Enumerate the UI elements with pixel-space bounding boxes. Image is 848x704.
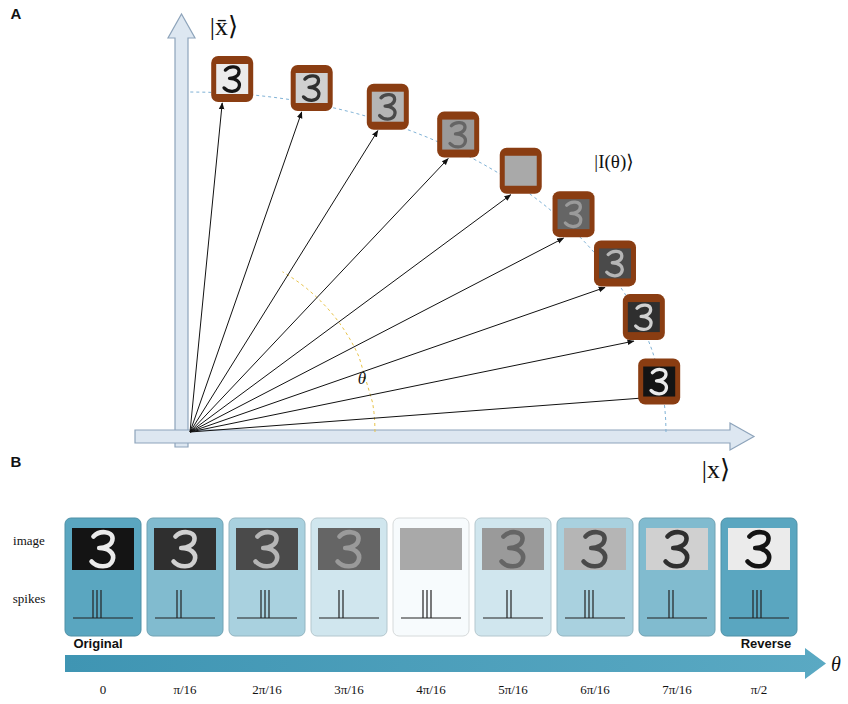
image-frame — [500, 148, 542, 194]
spike-train — [565, 590, 625, 618]
end-label: Reverse — [741, 637, 792, 651]
row-label: image — [13, 534, 45, 548]
digit-image — [728, 528, 790, 570]
tick-label: π/16 — [173, 683, 196, 697]
state-vector — [190, 341, 634, 432]
digit-image — [643, 367, 675, 397]
spike-train — [73, 590, 133, 618]
digit-image — [216, 64, 248, 94]
spike-train — [237, 590, 297, 618]
axis-label: |x̄⟩ — [210, 13, 238, 42]
tick-label: 6π/16 — [580, 683, 610, 697]
digit-image — [599, 248, 631, 278]
state-vector — [190, 398, 649, 432]
image-frame — [211, 56, 253, 102]
digit-image — [154, 528, 216, 570]
digit-image — [372, 92, 404, 122]
image-frame — [437, 112, 479, 158]
state-card — [311, 518, 387, 636]
digit-image — [442, 120, 474, 150]
state-card — [393, 518, 469, 636]
spike-train — [155, 590, 215, 618]
spike-train — [729, 590, 789, 618]
tick-label: π/2 — [751, 683, 768, 697]
state-vector — [190, 159, 448, 432]
image-frame — [594, 240, 636, 286]
tick-label: 4π/16 — [416, 683, 446, 697]
state-card — [639, 518, 715, 636]
tick-label: 3π/16 — [334, 683, 364, 697]
spike-train — [647, 590, 707, 618]
tick-label: 2π/16 — [252, 683, 282, 697]
angle-label: θ — [358, 370, 366, 389]
digit-image — [628, 302, 660, 332]
spike-train — [319, 590, 379, 618]
state-label: |I(θ)⟩ — [594, 152, 633, 173]
axis-arrow — [168, 14, 195, 447]
panel-letter: A — [11, 6, 22, 23]
row-label: spikes — [13, 592, 46, 606]
axis-label: θ — [831, 653, 841, 675]
image-frame — [291, 65, 333, 111]
axis-arrow — [135, 423, 754, 450]
digit-image — [564, 528, 626, 570]
end-label: Original — [73, 637, 122, 651]
state-vector — [190, 238, 564, 432]
panel-letter: B — [11, 454, 22, 471]
state-card — [229, 518, 305, 636]
state-card — [65, 518, 141, 636]
tick-label: 5π/16 — [498, 683, 528, 697]
digit-image — [318, 528, 380, 570]
state-vector — [190, 103, 222, 432]
digit-image — [482, 528, 544, 570]
digit-image — [72, 528, 134, 570]
state-vector — [190, 112, 302, 432]
angle-arc — [283, 272, 376, 432]
image-frame — [367, 84, 409, 130]
image-frame — [623, 294, 665, 340]
state-card — [557, 518, 633, 636]
digit-image — [236, 528, 298, 570]
spike-train — [401, 590, 461, 618]
digit-image — [296, 73, 328, 103]
tick-label: 7π/16 — [662, 683, 692, 697]
image-frame — [638, 359, 680, 405]
digit-image — [558, 199, 590, 229]
state-vector — [190, 195, 511, 432]
state-card — [721, 518, 797, 636]
digit-image — [400, 528, 462, 570]
digit-image — [646, 528, 708, 570]
state-card — [475, 518, 551, 636]
image-frame — [553, 191, 595, 237]
state-vector — [190, 131, 378, 432]
unit-arc — [190, 92, 666, 432]
axis-label: |x⟩ — [702, 456, 730, 485]
spike-train — [483, 590, 543, 618]
tick-label: 0 — [100, 683, 107, 697]
digit-image — [505, 156, 537, 186]
state-card — [147, 518, 223, 636]
theta-arrow — [65, 648, 826, 679]
